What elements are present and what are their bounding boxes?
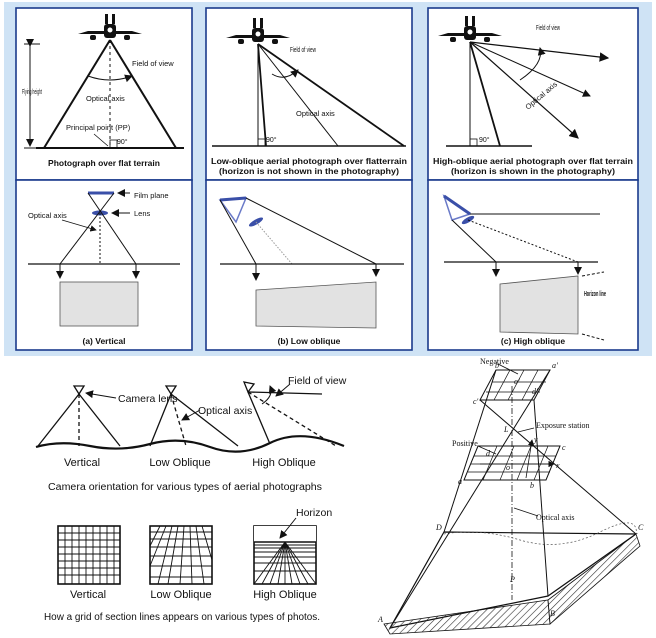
panel-caption: Photograph over flat terrain <box>48 158 160 168</box>
point-P: P <box>509 575 515 584</box>
vertical-label: Vertical <box>64 457 100 469</box>
optical-axis-label: Optical axis <box>86 94 125 103</box>
point-b-prime: b' <box>495 361 501 370</box>
panel-caption: (c) High oblique <box>501 336 565 346</box>
lens-label: Lens <box>134 209 151 218</box>
optical-axis-label: Optical axis <box>536 513 574 522</box>
panel-caption-line-2: (horizon is shown in the photography) <box>451 167 615 176</box>
grid-figure: Horizon Vertical Low Oblique High Obliqu… <box>44 507 332 623</box>
low-oblique-grid-label: Low Oblique <box>150 589 211 601</box>
point-L: L <box>503 425 509 434</box>
point-d-prime: d' <box>532 387 538 396</box>
panel-vertical-flight: Field of view Flying height Optical axis… <box>22 14 184 168</box>
film-plane-label: Film plane <box>134 191 169 200</box>
high-oblique-grid-label: High Oblique <box>253 589 317 601</box>
point-a: a <box>458 477 462 486</box>
point-x: x <box>555 461 560 470</box>
panel-a-vertical: Film plane Lens Optical axis (a) Vertica… <box>28 189 180 346</box>
panel-caption-line-2: (horizon is not shown in the photography… <box>219 167 399 176</box>
negative-label: Negative <box>480 357 509 366</box>
positive-label: Positive <box>452 439 478 448</box>
vertical-grid-label: Vertical <box>70 589 106 601</box>
field-of-view-label: Field of view <box>288 375 347 387</box>
field-of-view-label: Field of view <box>290 45 316 54</box>
camera-icon <box>242 381 256 394</box>
point-D: D <box>435 523 442 532</box>
point-b: b <box>530 481 534 490</box>
field-of-view-label: Field of view <box>536 23 560 32</box>
exposure-station-label: Exposure station <box>536 421 590 430</box>
point-d: d <box>486 449 491 458</box>
principal-point-label: Principal point (PP) <box>66 123 131 132</box>
low-oblique-grid <box>149 525 213 585</box>
optical-axis-label: Optical axis <box>296 109 335 118</box>
camera-icon <box>164 385 178 396</box>
vertical-grid <box>57 525 121 585</box>
panel-caption: (a) Vertical <box>83 336 126 346</box>
flying-height-label: Flying height <box>22 87 42 96</box>
vertical-photo <box>59 281 139 327</box>
low-oblique-photo <box>255 281 377 329</box>
angle-label: 90° <box>479 136 490 144</box>
high-oblique-photo <box>499 275 579 335</box>
grid-caption: How a grid of section lines appears on v… <box>44 612 320 623</box>
panel-caption-line-1: High-oblique aerial photograph over flat… <box>433 157 633 166</box>
panel-b-low-oblique: (b) Low oblique <box>218 196 404 346</box>
camera-lens-label: Camera lens <box>118 393 178 405</box>
camera-icon <box>72 385 86 396</box>
field-of-view-label: Field of view <box>132 59 174 68</box>
orientation-caption: Camera orientation for various types of … <box>48 482 322 493</box>
horizon-label: Horizon <box>296 507 332 519</box>
point-C: C <box>638 523 644 532</box>
optical-axis-label: Optical axis <box>198 405 252 417</box>
point-c: c <box>562 443 566 452</box>
panel-caption: (b) Low oblique <box>278 336 341 346</box>
point-A: A <box>377 615 383 624</box>
point-a-prime: a' <box>552 361 558 370</box>
camera-orientation-figure: Field of view Camera lens Optical axis V… <box>35 375 347 493</box>
high-oblique-grid <box>253 525 317 585</box>
point-y: y <box>533 435 538 444</box>
low-oblique-label: Low Oblique <box>149 457 210 469</box>
optical-axis-label: Optical axis <box>28 211 67 220</box>
high-oblique-label: High Oblique <box>252 457 316 469</box>
point-o-prime: o' <box>514 377 520 386</box>
point-o: o <box>506 463 510 472</box>
panel-low-oblique-flight: Field of view Optical axis 90° Low-obliq… <box>211 18 407 176</box>
angle-label: 90° <box>117 138 128 146</box>
point-c-prime: c' <box>473 397 479 406</box>
panel-caption-line-1: Low-oblique aerial photograph over flatt… <box>211 157 407 166</box>
panel-2-top-frame <box>205 7 413 181</box>
panel-frames <box>15 7 639 351</box>
photo-geometry-figure: Negative Exposure station Positive Optic… <box>377 357 644 635</box>
point-B: B <box>550 609 555 618</box>
panel-c-high-oblique: Horizon line (c) High oblique <box>442 194 606 346</box>
angle-label: 90° <box>266 136 277 144</box>
horizon-line-label: Horizon line <box>584 289 606 298</box>
panel-1-top-frame <box>15 7 193 181</box>
